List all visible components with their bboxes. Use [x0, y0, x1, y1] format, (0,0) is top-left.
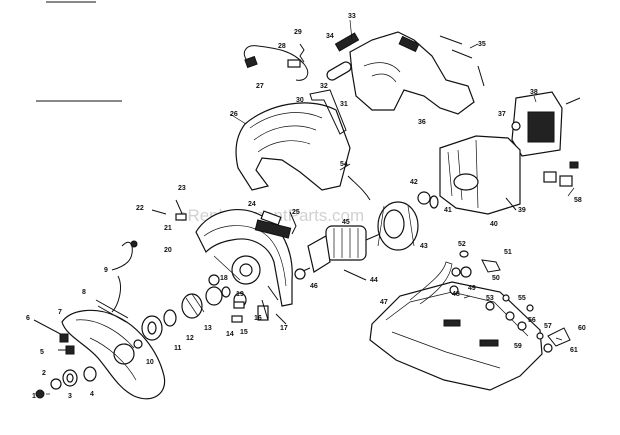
callout-56: 56 [528, 317, 536, 324]
callout-25: 25 [292, 209, 300, 216]
callout-58: 58 [574, 197, 582, 204]
callout-33: 33 [348, 13, 356, 20]
callout-30: 30 [296, 97, 304, 104]
callout-60: 60 [578, 325, 586, 332]
callout-52: 52 [458, 241, 466, 248]
arbor-bolt [33, 319, 75, 355]
callout-19: 19 [236, 291, 244, 298]
cord-protector [326, 61, 352, 81]
armature [295, 225, 381, 275]
callout-24: 24 [248, 201, 256, 208]
upper-blade-guard [235, 102, 351, 191]
callout-2: 2 [42, 370, 46, 377]
brush-holder [511, 91, 581, 187]
callout-29: 29 [294, 29, 302, 36]
bearing [417, 191, 431, 205]
depth-lever [309, 89, 347, 135]
callout-49: 49 [468, 285, 476, 292]
callout-37: 37 [498, 111, 506, 118]
callout-8: 8 [82, 289, 86, 296]
spindle-assembly [133, 274, 247, 349]
callout-23: 23 [178, 185, 186, 192]
callout-40: 40 [490, 221, 498, 228]
callout-48: 48 [452, 291, 460, 298]
motor-housing [439, 135, 521, 215]
callout-4: 4 [90, 391, 94, 398]
leader-lines [46, 19, 575, 395]
callout-54: 54 [340, 161, 348, 168]
callout-15: 15 [240, 329, 248, 336]
saw-blade [61, 309, 166, 400]
callout-41: 41 [444, 207, 452, 214]
motor-field [339, 163, 419, 251]
callout-50: 50 [492, 275, 500, 282]
callout-12: 12 [186, 335, 194, 342]
callout-3: 3 [68, 393, 72, 400]
callout-51: 51 [504, 249, 512, 256]
switch-trigger [334, 32, 360, 52]
callout-1: 1 [32, 393, 36, 400]
callout-34: 34 [326, 33, 334, 40]
lower-blade-guard [195, 209, 293, 307]
callout-47: 47 [380, 299, 388, 306]
callout-6: 6 [26, 315, 30, 322]
callout-44: 44 [370, 277, 378, 284]
base-plate [369, 261, 543, 391]
callout-10: 10 [146, 359, 154, 366]
callout-labels: 1 2 3 4 5 6 7 8 9 10 11 12 13 14 15 16 1… [26, 13, 586, 400]
callout-21: 21 [164, 225, 172, 232]
callout-16: 16 [254, 315, 262, 322]
callout-20: 20 [164, 247, 172, 254]
callout-36: 36 [418, 119, 426, 126]
callout-57: 57 [544, 323, 552, 330]
callout-13: 13 [204, 325, 212, 332]
handle-housing [349, 31, 475, 115]
callout-7: 7 [58, 309, 62, 316]
callout-27: 27 [256, 83, 264, 90]
callout-18: 18 [220, 275, 228, 282]
callout-43: 43 [420, 243, 428, 250]
callout-32: 32 [320, 83, 328, 90]
callout-9: 9 [104, 267, 108, 274]
callout-26: 26 [230, 111, 238, 118]
callout-59: 59 [514, 343, 522, 350]
callout-61: 61 [570, 347, 578, 354]
callout-35: 35 [478, 41, 486, 48]
callout-17: 17 [280, 325, 288, 332]
callout-55: 55 [518, 295, 526, 302]
spring [299, 43, 305, 63]
guard-spring [111, 241, 133, 271]
washers [35, 366, 97, 399]
callout-42: 42 [410, 179, 418, 186]
callout-38: 38 [530, 89, 538, 96]
base-hardware [449, 250, 571, 353]
power-cord [243, 45, 309, 81]
callout-31: 31 [340, 101, 348, 108]
callout-45: 45 [342, 219, 350, 226]
callout-11: 11 [174, 345, 182, 352]
callout-22: 22 [136, 205, 144, 212]
callout-39: 39 [518, 207, 526, 214]
callout-14: 14 [226, 331, 234, 338]
callout-46: 46 [310, 283, 318, 290]
callout-5: 5 [40, 349, 44, 356]
callout-53: 53 [486, 295, 494, 302]
callout-28: 28 [278, 43, 286, 50]
